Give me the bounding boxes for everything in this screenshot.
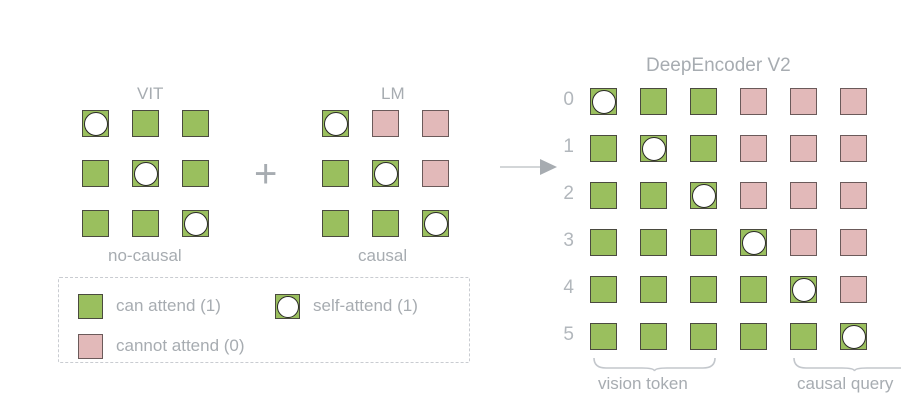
deepencoder-cell-2-1 bbox=[640, 182, 667, 209]
self-attend-circle-icon bbox=[591, 89, 616, 114]
deepencoder-cell-2-0 bbox=[590, 182, 617, 209]
deepencoder-cell-3-1 bbox=[640, 229, 667, 256]
deepencoder-cell-3-3 bbox=[740, 229, 767, 256]
deepencoder-title: DeepEncoder V2 bbox=[646, 55, 791, 76]
vit-cell-1-2 bbox=[182, 160, 209, 187]
deepencoder-cell-1-0 bbox=[590, 135, 617, 162]
vit-cell-1-0 bbox=[82, 160, 109, 187]
bracket-vision-token bbox=[592, 357, 717, 377]
self-attend-circle-icon bbox=[183, 211, 208, 236]
vit-cell-2-0 bbox=[82, 210, 109, 237]
vit-cell-0-1 bbox=[132, 110, 159, 137]
row-label-5: 5 bbox=[563, 324, 574, 345]
row-label-1: 1 bbox=[563, 136, 574, 157]
deepencoder-cell-0-3 bbox=[740, 88, 767, 115]
self-attend-circle-icon bbox=[323, 111, 348, 136]
self-attend-circle-icon bbox=[741, 230, 766, 255]
self-attend-circle-icon bbox=[83, 111, 108, 136]
deepencoder-cell-2-3 bbox=[740, 182, 767, 209]
self-attend-circle-icon bbox=[691, 183, 716, 208]
self-attend-circle-icon bbox=[841, 324, 866, 349]
group-label-vision-token: vision token bbox=[598, 374, 688, 393]
lm-cell-0-1 bbox=[372, 110, 399, 137]
lm-cell-2-1 bbox=[372, 210, 399, 237]
deepencoder-cell-2-2 bbox=[690, 182, 717, 209]
legend-swatch-self-attend bbox=[275, 294, 300, 319]
lm-cell-2-2 bbox=[422, 210, 449, 237]
deepencoder-cell-0-0 bbox=[590, 88, 617, 115]
deepencoder-cell-3-5 bbox=[840, 229, 867, 256]
deepencoder-cell-4-5 bbox=[840, 276, 867, 303]
lm-cell-0-0 bbox=[322, 110, 349, 137]
self-attend-circle-icon bbox=[373, 161, 398, 186]
deepencoder-cell-1-5 bbox=[840, 135, 867, 162]
vit-cell-0-0 bbox=[82, 110, 109, 137]
deepencoder-cell-5-3 bbox=[740, 323, 767, 350]
row-label-3: 3 bbox=[563, 230, 574, 251]
deepencoder-cell-4-2 bbox=[690, 276, 717, 303]
arrow-right-icon bbox=[500, 155, 558, 184]
deepencoder-cell-5-2 bbox=[690, 323, 717, 350]
deepencoder-cell-4-0 bbox=[590, 276, 617, 303]
vit-cell-2-1 bbox=[132, 210, 159, 237]
legend-label-cannot-attend: cannot attend (0) bbox=[116, 336, 245, 355]
deepencoder-cell-3-0 bbox=[590, 229, 617, 256]
group-label-causal-query: causal query bbox=[797, 374, 894, 393]
deepencoder-cell-1-3 bbox=[740, 135, 767, 162]
row-label-4: 4 bbox=[563, 277, 574, 298]
legend-label-self-attend: self-attend (1) bbox=[313, 296, 418, 315]
lm-cell-2-0 bbox=[322, 210, 349, 237]
deepencoder-cell-1-2 bbox=[690, 135, 717, 162]
deepencoder-cell-5-5 bbox=[840, 323, 867, 350]
plus-icon: + bbox=[254, 152, 278, 196]
self-attend-circle-icon bbox=[423, 211, 448, 236]
row-label-2: 2 bbox=[563, 183, 574, 204]
deepencoder-cell-4-1 bbox=[640, 276, 667, 303]
deepencoder-cell-0-1 bbox=[640, 88, 667, 115]
deepencoder-cell-4-4 bbox=[790, 276, 817, 303]
deepencoder-cell-3-2 bbox=[690, 229, 717, 256]
vit-cell-0-2 bbox=[182, 110, 209, 137]
self-attend-circle-icon bbox=[791, 277, 816, 302]
vit-cell-1-1 bbox=[132, 160, 159, 187]
lm-header: LM bbox=[381, 84, 405, 103]
vit-header: VIT bbox=[137, 84, 164, 103]
deepencoder-cell-0-5 bbox=[840, 88, 867, 115]
legend-swatch-cannot-attend bbox=[78, 334, 103, 359]
lm-caption: causal bbox=[358, 246, 408, 265]
vit-caption: no-causal bbox=[108, 246, 182, 265]
deepencoder-cell-0-4 bbox=[790, 88, 817, 115]
lm-cell-0-2 bbox=[422, 110, 449, 137]
deepencoder-cell-1-1 bbox=[640, 135, 667, 162]
legend-label-can-attend: can attend (1) bbox=[116, 296, 221, 315]
deepencoder-cell-2-4 bbox=[790, 182, 817, 209]
lm-cell-1-1 bbox=[372, 160, 399, 187]
deepencoder-cell-4-3 bbox=[740, 276, 767, 303]
self-attend-circle-icon bbox=[133, 161, 158, 186]
deepencoder-cell-0-2 bbox=[690, 88, 717, 115]
lm-cell-1-0 bbox=[322, 160, 349, 187]
deepencoder-cell-3-4 bbox=[790, 229, 817, 256]
deepencoder-cell-5-4 bbox=[790, 323, 817, 350]
bracket-causal-query bbox=[792, 357, 901, 377]
row-label-0: 0 bbox=[563, 89, 574, 110]
deepencoder-cell-2-5 bbox=[840, 182, 867, 209]
deepencoder-cell-5-0 bbox=[590, 323, 617, 350]
lm-cell-1-2 bbox=[422, 160, 449, 187]
legend-box: can attend (1) self-attend (1) cannot at… bbox=[58, 277, 470, 363]
deepencoder-cell-1-4 bbox=[790, 135, 817, 162]
deepencoder-cell-5-1 bbox=[640, 323, 667, 350]
self-attend-circle-icon bbox=[276, 295, 299, 318]
self-attend-circle-icon bbox=[641, 136, 666, 161]
vit-cell-2-2 bbox=[182, 210, 209, 237]
legend-swatch-can-attend bbox=[78, 294, 103, 319]
